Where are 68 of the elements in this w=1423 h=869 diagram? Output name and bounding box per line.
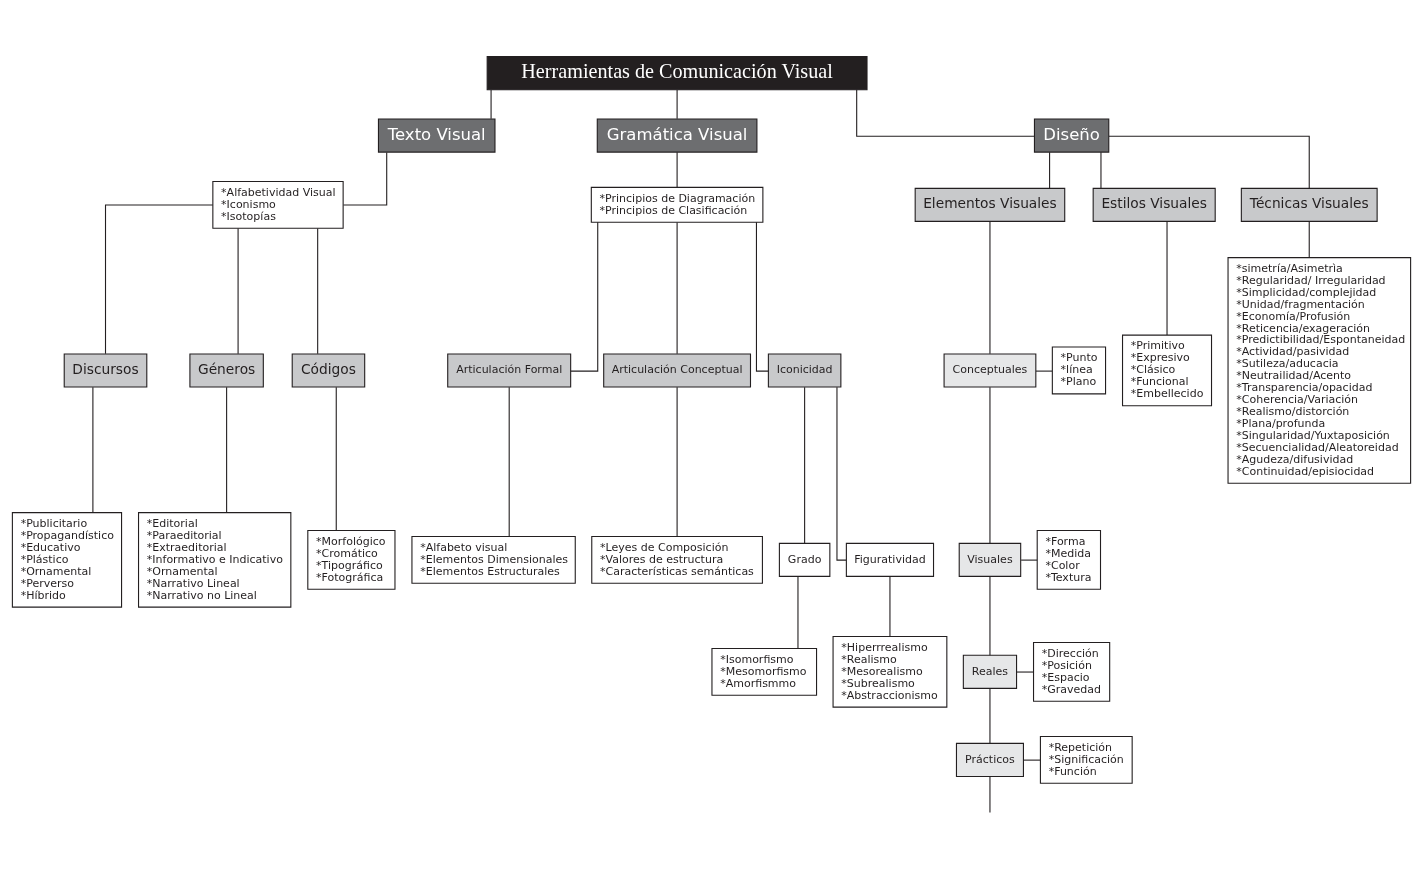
- node-box: Herramientas de Comunicación Visual: [486, 55, 868, 90]
- connector: [1020, 559, 1038, 561]
- node-box: *Morfológico *Cromático *Tipográfico *Fotográfica: [307, 529, 396, 590]
- node-box: *Isomorfismo *Mesomorfismo *Amorfismmo: [711, 647, 818, 696]
- connector: [570, 221, 599, 372]
- connector: [1166, 220, 1168, 336]
- node-box: Visuales: [958, 542, 1022, 577]
- connector: [1023, 759, 1041, 761]
- connector: [317, 227, 319, 354]
- node-box: Iconicidad: [767, 352, 842, 387]
- connector: [836, 386, 847, 561]
- connector: [989, 775, 991, 813]
- node-box: *Editorial *Paraeditorial *Extraeditorial *Informativo e Indicativo *Ornamental *Narrativo Lineal *Narrativo no Lineal: [138, 511, 292, 608]
- connector: [797, 575, 799, 649]
- connector: [342, 151, 388, 206]
- connector: [989, 687, 991, 744]
- connector: [1049, 151, 1051, 189]
- node-box: *Primitivo *Expresivo *Clásico *Funcional *Embellecido: [1122, 334, 1213, 406]
- node-box: *Dirección *Posición *Espacio *Gravedad: [1033, 641, 1111, 702]
- node-box: *Principios de Diagramación *Principios de Clasificación: [590, 186, 764, 223]
- connector: [104, 204, 214, 354]
- node-box: Discursos: [63, 352, 148, 387]
- node-box: Articulación Formal: [447, 352, 572, 387]
- connector: [335, 386, 337, 531]
- node-box: Conceptuales: [943, 352, 1037, 387]
- connector: [490, 88, 492, 119]
- node-box: *Alfabetividad Visual *Iconismo *Isotopías: [212, 180, 344, 229]
- node-box: *Forma *Medida *Color *Textura: [1036, 529, 1102, 590]
- node-box: Elementos Visuales: [914, 187, 1066, 222]
- node-box: Diseño: [1033, 118, 1110, 153]
- node-box: *Punto *línea *Plano: [1051, 346, 1107, 394]
- connector: [92, 386, 94, 513]
- connector: [237, 227, 239, 354]
- connector: [676, 88, 678, 119]
- node-box: *Repetición *Significación *Función: [1039, 735, 1133, 784]
- connector: [1108, 135, 1310, 189]
- node-box: Figuratividad: [845, 542, 935, 577]
- node-box: *Leyes de Composición *Valores de estructura *Características semánticas: [591, 535, 763, 584]
- node-box: *Publicitario *Propagandístico *Educativo *Plástico *Ornamental *Perverso *Híbrido: [11, 511, 123, 608]
- connector: [989, 386, 991, 544]
- node-box: *Hiperrrealismo *Realismo *Mesorealismo *Subrealismo *Abstraccionismo: [832, 635, 948, 708]
- node-box: Estilos Visuales: [1092, 187, 1216, 222]
- connector: [508, 386, 510, 537]
- connector: [676, 386, 678, 537]
- connector: [804, 386, 806, 544]
- connector: [676, 221, 678, 354]
- node-box: *Alfabeto visual *Elementos Dimensionales *Elementos Estructurales: [411, 535, 576, 584]
- node-box: Géneros: [189, 352, 264, 387]
- node-box: Gramática Visual: [596, 118, 758, 153]
- node-box: Prácticos: [955, 742, 1024, 777]
- connector: [1308, 220, 1310, 258]
- connector: [989, 575, 991, 656]
- node-box: Códigos: [291, 352, 366, 387]
- connector: [856, 88, 1035, 137]
- connector: [889, 575, 891, 637]
- node-box: Reales: [962, 654, 1018, 689]
- connector: [676, 151, 678, 188]
- connector: [226, 386, 228, 513]
- node-box: *simetría/Asimetrìa *Regularidad/ Irregularidad *Simplicidad/complejidad *Unidad/fragmentación *Economía/Profusión *Reticencia/exageración *Predictibilidad/Espontaneidad *Actividad/pasividad *Sutileza/aducacia *Neutrailidad/Acento *Transparencia/opacidad *Coherencia/Variación *Realismo/distorción *Plana/profunda *Singularidad/Yuxtaposición *Secuencialidad/Aleatoreidad *Agudeza/difusividad *Continuidad/episiocidad: [1227, 256, 1412, 484]
- connector: [1035, 370, 1053, 372]
- node-box: Articulación Conceptual: [603, 352, 752, 387]
- node-box: Texto Visual: [377, 118, 496, 153]
- connector: [755, 221, 769, 372]
- node-box: Técnicas Visuales: [1240, 187, 1378, 222]
- connector: [1016, 671, 1034, 673]
- connector: [1100, 151, 1102, 189]
- node-box: Grado: [778, 542, 831, 577]
- connector: [989, 220, 991, 354]
